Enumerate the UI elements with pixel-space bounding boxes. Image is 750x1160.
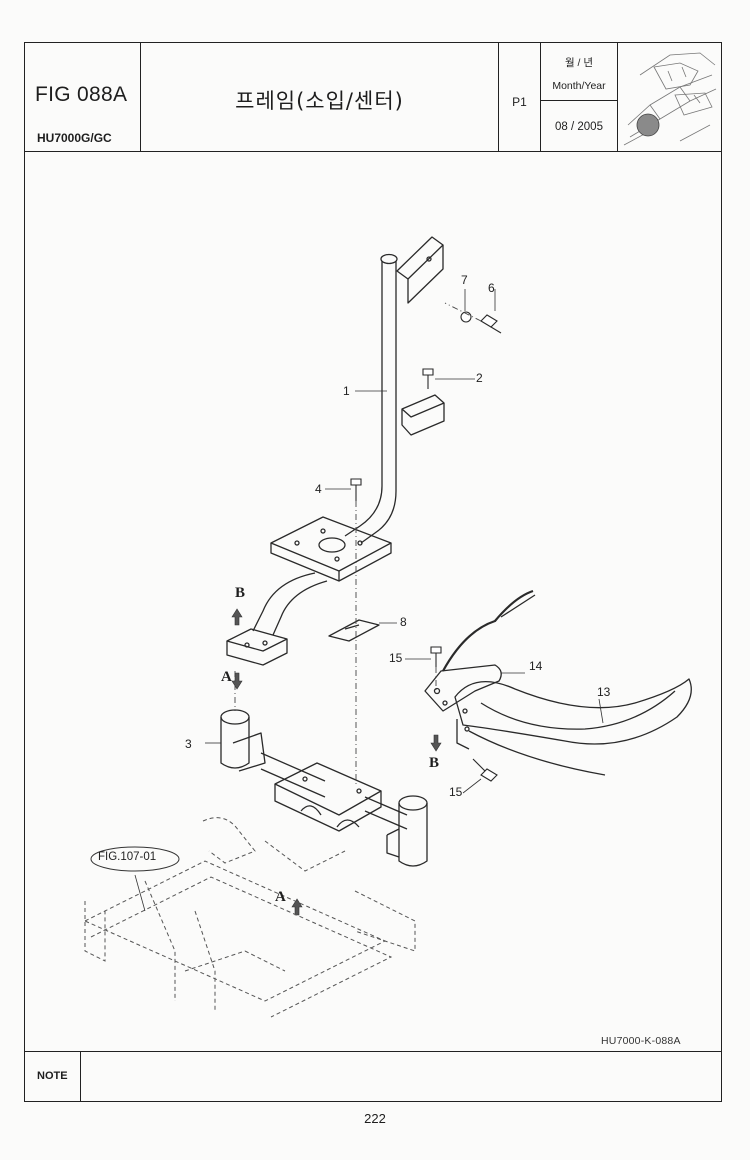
- callout-2: 2: [476, 371, 483, 385]
- figure-number: FIG 088A: [35, 83, 128, 106]
- shim-plate: [328, 619, 380, 642]
- right-sleeve: [398, 795, 428, 811]
- arrow-a-up: [291, 898, 303, 916]
- date-label-en: Month/Year: [552, 80, 606, 92]
- bolt-6: [480, 314, 498, 328]
- handle-frame: [454, 678, 692, 745]
- callout-1: 1: [343, 384, 350, 398]
- bolt-15-bottom: [480, 768, 498, 782]
- date-label-ko: 월 / 년: [564, 57, 594, 69]
- callout-7: 7: [461, 273, 468, 287]
- callout-13: 13: [597, 685, 611, 699]
- center-bracket: [274, 762, 382, 816]
- cable-rod: [442, 589, 534, 672]
- date-value: 08 / 2005: [555, 121, 603, 133]
- page-cell: P1: [499, 43, 541, 151]
- callout-8: 8: [400, 615, 407, 629]
- callout-3: 3: [185, 737, 192, 751]
- bolt-2: [422, 368, 434, 376]
- note-label: NOTE: [37, 1070, 68, 1082]
- note-label-cell: NOTE: [25, 1052, 81, 1102]
- cross-tube: [260, 752, 326, 782]
- sheet-page: P1: [512, 95, 527, 109]
- middle-bracket: [401, 394, 445, 418]
- arrow-label-a-lower: A: [275, 889, 286, 905]
- note-body: [81, 1052, 721, 1102]
- thumbnail-cell: [618, 43, 721, 151]
- bolt-15-top: [430, 646, 442, 654]
- exploded-diagram: 1 2 3 4 6 7 8 13 14 15 15 B A B A FIG.10…: [25, 151, 721, 1051]
- bent-arm: [252, 572, 316, 632]
- callout-6: 6: [488, 281, 495, 295]
- callout-15-bottom: 15: [449, 785, 463, 799]
- page-frame: FIG 088A HU7000G/GC 프레임(소입/센터) P1 월 / 년 …: [24, 42, 722, 1102]
- upper-bracket: [396, 236, 444, 280]
- figure-reference: FIG.107-01: [98, 851, 157, 863]
- figure-cell: FIG 088A HU7000G/GC: [25, 43, 141, 151]
- page-number: 222: [364, 1111, 386, 1126]
- main-frame-tube: [344, 261, 383, 537]
- arm-bracket: [226, 628, 288, 652]
- parts-drawing: [83, 236, 692, 1018]
- arrow-b-down: [430, 734, 442, 752]
- arrow-a-down: [231, 672, 243, 690]
- arrow-b-up: [231, 608, 243, 626]
- title-cell: 프레임(소입/센터): [141, 43, 499, 151]
- note-row: NOTE: [25, 1051, 721, 1102]
- phantom-lower-frame: [83, 817, 416, 1018]
- callout-14: 14: [529, 659, 543, 673]
- figure-ref-bubble: [90, 846, 180, 872]
- callout-4: 4: [315, 482, 322, 496]
- drawing-number: HU7000-K-088A: [601, 1035, 681, 1047]
- arrow-label-b-left: B: [235, 585, 246, 601]
- callout-15-top: 15: [389, 651, 403, 665]
- arrow-label-b-right: B: [429, 755, 440, 771]
- model-code: HU7000G/GC: [37, 131, 112, 145]
- machine-thumbnail: [623, 52, 717, 146]
- left-sleeve: [220, 709, 250, 725]
- arrow-label-a-left: A: [221, 669, 232, 685]
- date-divider: [541, 100, 617, 101]
- page-title: 프레임(소입/센터): [235, 89, 404, 113]
- title-block: FIG 088A HU7000G/GC 프레임(소입/센터) P1 월 / 년 …: [25, 43, 721, 152]
- date-cell: 월 / 년 Month/Year 08 / 2005: [541, 43, 618, 151]
- bolt-4: [350, 478, 362, 486]
